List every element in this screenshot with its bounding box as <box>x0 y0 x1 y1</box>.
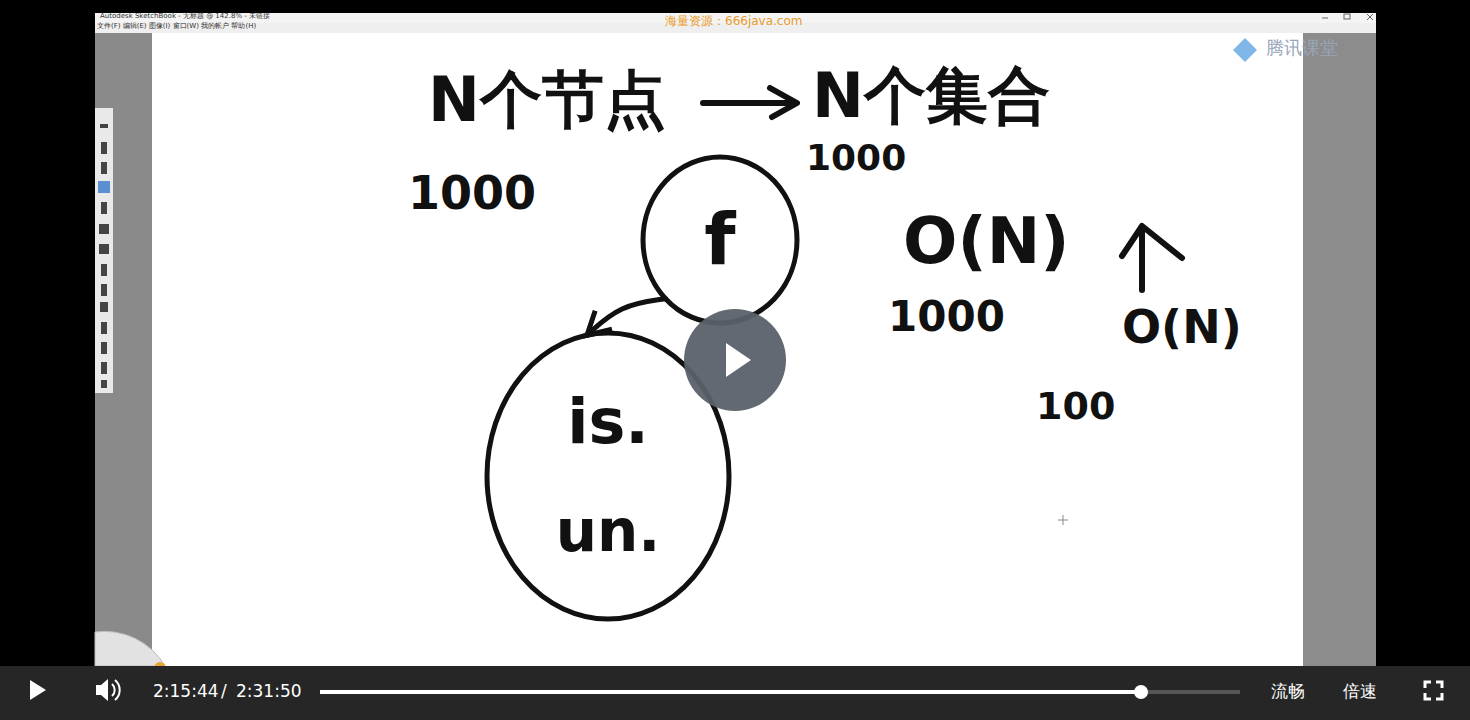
fullscreen-icon <box>1425 682 1442 699</box>
handwritten-note: 100 <box>1036 386 1115 428</box>
window-buttons <box>1322 14 1373 20</box>
node-text: f <box>704 200 735 279</box>
handwritten-note: O(N) <box>903 206 1069 276</box>
right-arrow-head <box>770 88 797 117</box>
node-text: un. <box>556 500 661 564</box>
right-margin <box>1303 33 1376 703</box>
node-text: is. <box>567 388 649 456</box>
handwritten-note: N个集合 <box>812 62 1050 130</box>
play-button-disc <box>684 309 786 411</box>
player-text: / <box>221 682 227 701</box>
play-icon <box>30 680 46 700</box>
cursor-cross <box>1058 515 1068 525</box>
player-text: 流畅 <box>1271 682 1305 701</box>
set-ops-circle: is. un. <box>484 330 732 622</box>
tool-icons <box>98 124 110 388</box>
control-bar <box>0 666 1470 720</box>
window-text: Autodesk SketchBook - 无标题 @ 142.8% - 未链接 <box>100 13 270 21</box>
handwritten-note: 1000 <box>806 138 906 178</box>
logo-icon <box>1233 38 1257 62</box>
handwritten-note: 1000 <box>888 294 1005 340</box>
up-arrow <box>1139 230 1145 290</box>
play-button-triangle <box>726 343 751 377</box>
video-area <box>95 13 1376 703</box>
connector-arrow <box>587 299 666 335</box>
handwritten-note: O(N) <box>1122 302 1242 353</box>
right-arrow <box>703 100 795 106</box>
circle-outline <box>484 330 732 622</box>
handwritten-note: 1000 <box>408 168 536 219</box>
player-text: 2:15:44 <box>153 682 219 701</box>
left-margin <box>95 33 152 703</box>
up-arrow-head <box>1122 226 1182 258</box>
handwritten-note: N个节点 <box>428 66 666 134</box>
window-text: 海量资源：666java.com <box>665 15 803 28</box>
window-text: 文件(F) 编辑(E) 图像(I) 窗口(W) 我的帐户 帮助(H) <box>97 23 256 31</box>
circle-stroke <box>487 333 729 619</box>
progress-track <box>320 690 1240 694</box>
tool-wheel <box>95 631 165 666</box>
window-text: 腾讯课堂 <box>1266 38 1338 58</box>
find-circle: f <box>640 154 800 326</box>
progress-fill <box>320 690 1141 694</box>
player-text: 倍速 <box>1343 682 1377 701</box>
tool-panel <box>95 108 113 393</box>
volume-icon <box>96 679 120 701</box>
progress-knob <box>1134 685 1148 699</box>
circle-stroke <box>643 157 797 323</box>
player-text: 2:31:50 <box>236 682 302 701</box>
